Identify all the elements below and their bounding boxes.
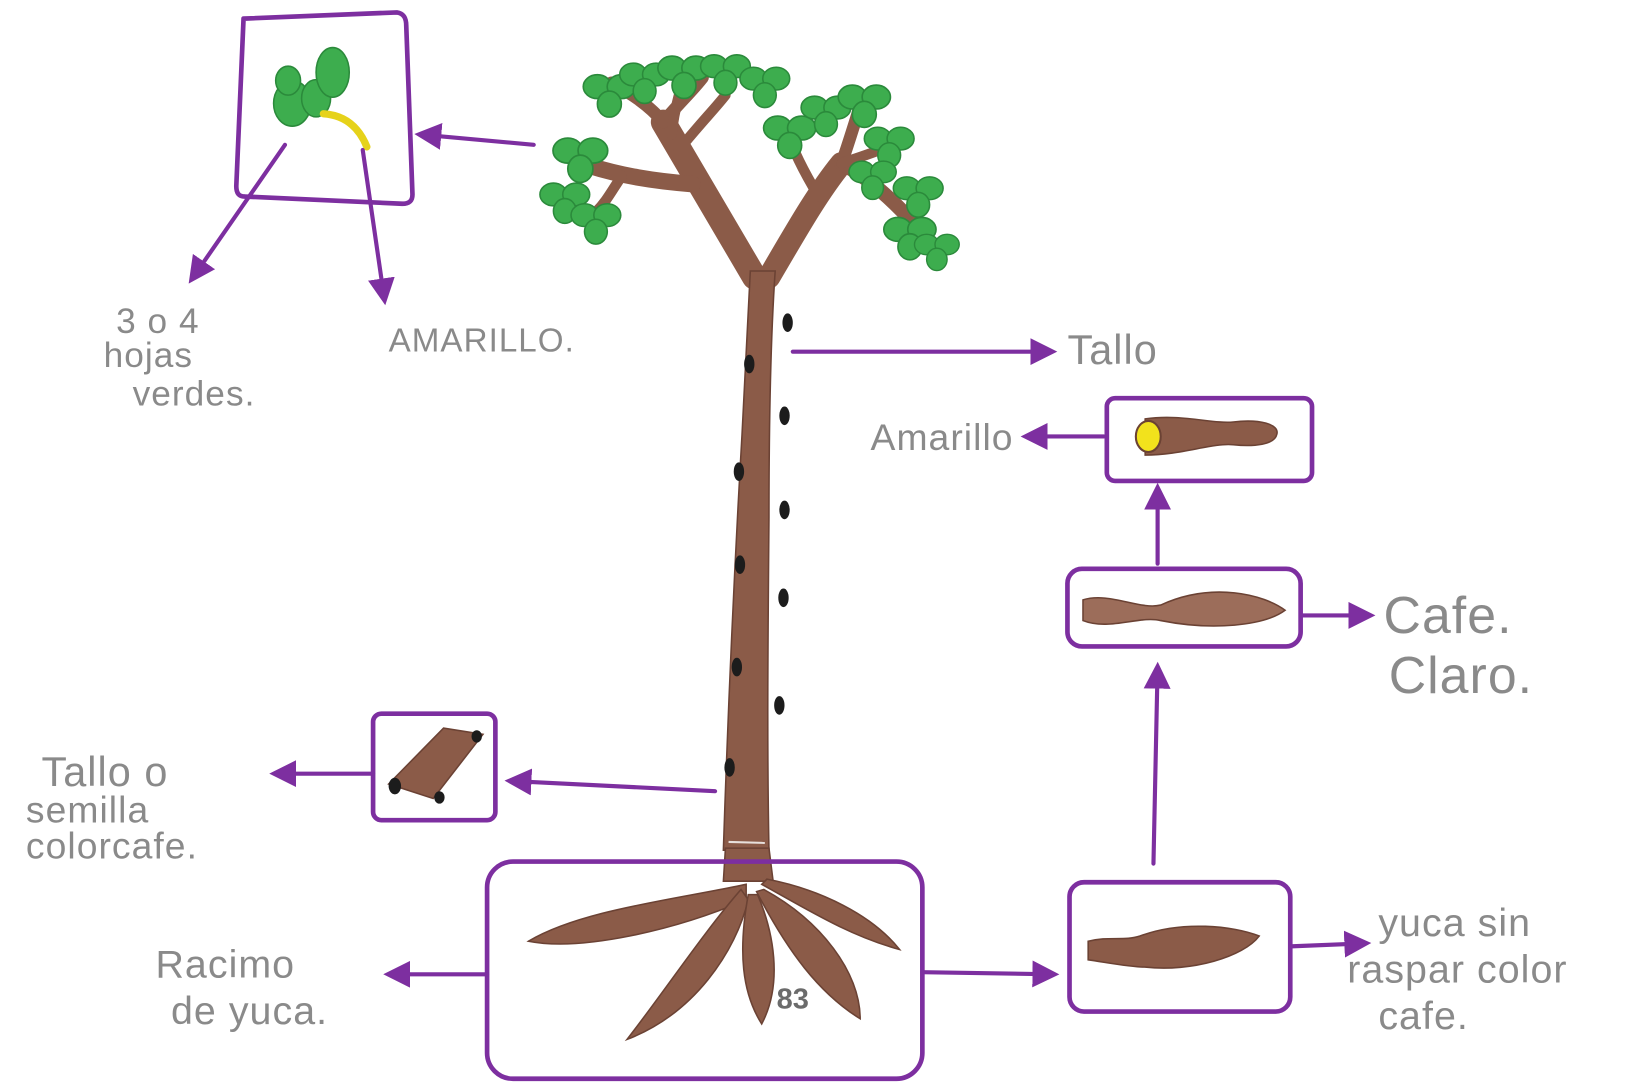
node-dot bbox=[778, 588, 789, 608]
trunk-mark bbox=[728, 840, 765, 844]
cutting-box bbox=[370, 711, 498, 823]
cutting-label-line-1: Tallo o bbox=[41, 749, 168, 795]
cutting-node bbox=[434, 791, 445, 804]
seedling-leaves bbox=[272, 46, 351, 127]
leaf-cluster bbox=[913, 233, 960, 272]
cut-root-box bbox=[1104, 395, 1315, 484]
trunk-nodes bbox=[724, 313, 793, 777]
arrow-unpeeled-to-light bbox=[1143, 661, 1171, 866]
unpeeled-label-line-2: raspar color bbox=[1347, 948, 1567, 992]
node-dot bbox=[782, 313, 793, 333]
light-root-box bbox=[1065, 566, 1303, 649]
node-dot bbox=[733, 462, 745, 481]
light-root bbox=[1082, 591, 1287, 627]
arrow-tree-to-seedling bbox=[414, 123, 536, 150]
leaves-label-line-2: hojas bbox=[104, 336, 193, 375]
node-dot bbox=[734, 555, 746, 575]
stem-label: Tallo bbox=[1067, 327, 1157, 373]
unpeeled-label-line-3: cafe. bbox=[1378, 994, 1469, 1038]
leaf-cluster bbox=[837, 84, 892, 129]
cut-root-label: Amarillo bbox=[871, 416, 1014, 458]
unpeeled-label-line-1: yuca sin bbox=[1378, 901, 1531, 945]
node-dot bbox=[731, 657, 743, 677]
light-root-label-line-1: Cafe. bbox=[1384, 586, 1513, 644]
node-dot bbox=[779, 500, 790, 520]
trunk bbox=[722, 270, 777, 851]
page-number: 83 bbox=[777, 983, 809, 1015]
cluster-label-line-2: de yuca. bbox=[171, 989, 328, 1033]
stem-cutting bbox=[387, 727, 485, 800]
cutting-node bbox=[471, 730, 482, 743]
seedling-panel bbox=[233, 10, 415, 207]
leaf-cluster bbox=[762, 115, 817, 160]
node-dot bbox=[744, 354, 755, 374]
arrow-seedling-to-leaves-label bbox=[188, 142, 288, 284]
node-dot bbox=[779, 406, 790, 426]
cluster-label-line-1: Racimo bbox=[155, 942, 295, 986]
seedling-stem bbox=[319, 110, 371, 151]
arrow-cluster-to-unpeeled bbox=[920, 960, 1060, 988]
root-cluster bbox=[526, 878, 902, 1042]
node-dot bbox=[774, 696, 785, 715]
yuca-plant bbox=[539, 54, 960, 882]
arrow-seedling-to-stem-label bbox=[360, 147, 395, 306]
leaves-label-line-3: verdes. bbox=[133, 374, 256, 413]
leaf-cluster bbox=[739, 66, 791, 109]
unpeeled-root bbox=[1087, 925, 1261, 969]
arrow-unpeeled-to-label bbox=[1288, 930, 1372, 958]
sprout-stem-label: AMARILLO. bbox=[389, 323, 575, 360]
cutting-label-line-2: semilla bbox=[26, 788, 149, 830]
root-flesh bbox=[1134, 419, 1162, 454]
cut-root bbox=[1144, 416, 1278, 456]
arrow-trunk-to-cutting bbox=[504, 768, 718, 796]
trunk-base bbox=[722, 847, 774, 882]
leaves-label-line-1: 3 o 4 bbox=[116, 302, 200, 341]
cutting-node bbox=[388, 777, 402, 795]
seedling-box bbox=[233, 10, 415, 207]
node-dot bbox=[724, 758, 735, 777]
light-root-label-line-2: Claro. bbox=[1389, 646, 1533, 704]
cutting-label-line-3: colorcafe. bbox=[26, 824, 198, 866]
leaf-cluster bbox=[570, 202, 622, 245]
